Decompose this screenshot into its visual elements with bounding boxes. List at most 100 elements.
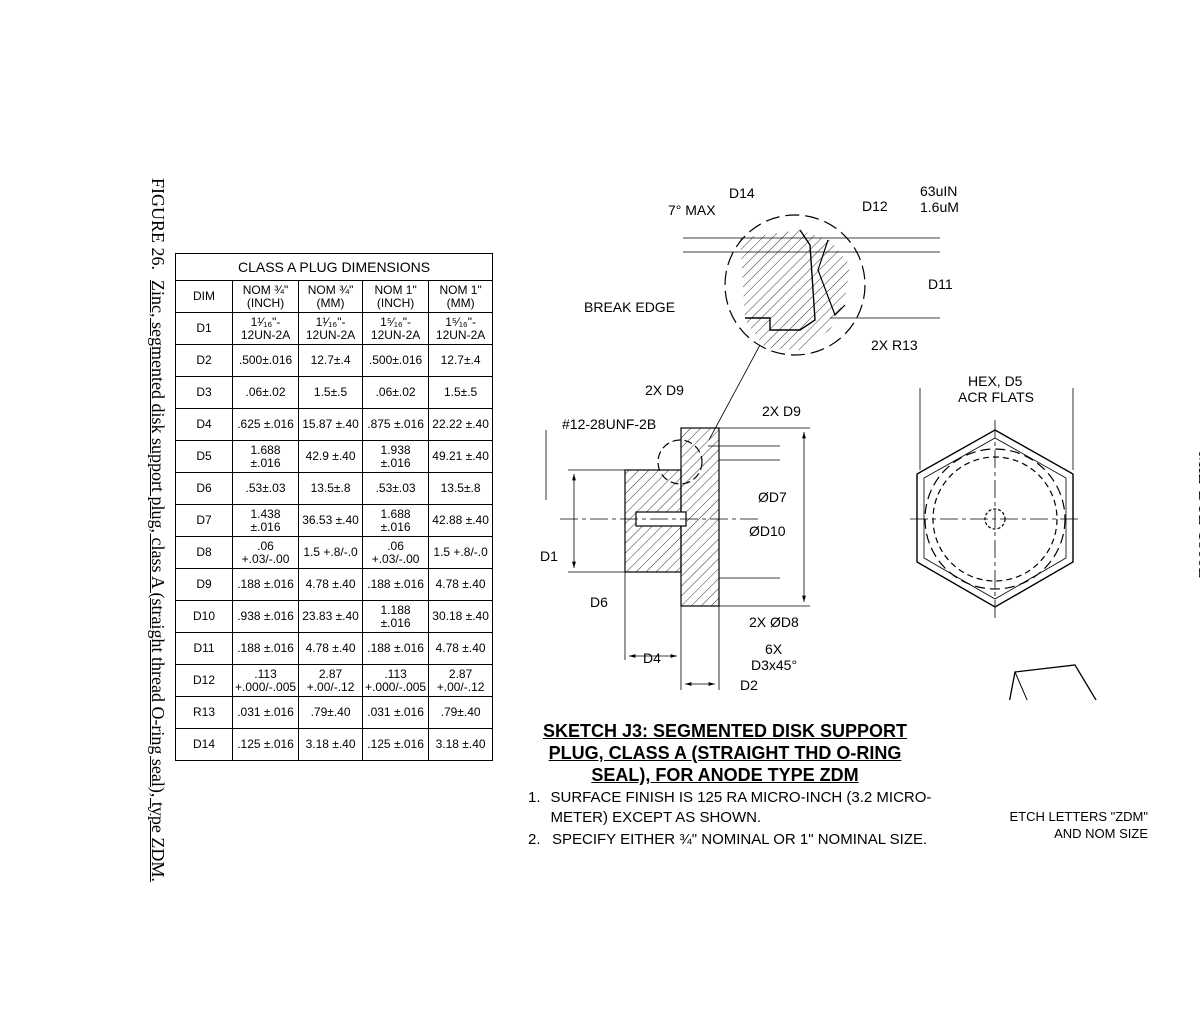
value-cell: .79±.40: [428, 696, 494, 729]
value-cell: 13.5±.8: [428, 472, 494, 505]
value-cell: .06±.02: [362, 376, 430, 409]
value-cell: 23.83 ±.40: [298, 600, 364, 633]
value-cell: 4.78 ±.40: [298, 568, 364, 601]
label-finish-inch: 63uIN: [920, 183, 958, 199]
value-cell: 1¹⁄₁₆"- 12UN-2A: [298, 312, 364, 345]
notes-list: 1. SURFACE FINISH IS 125 RA MICRO-INCH (…: [528, 788, 968, 852]
detail-view: [683, 214, 940, 356]
dim-cell: D5: [175, 440, 233, 473]
dim-cell: D10: [175, 600, 233, 633]
value-cell: 49.21 ±.40: [428, 440, 494, 473]
value-cell: 4.78 ±.40: [298, 632, 364, 665]
dim-cell: D4: [175, 408, 233, 441]
value-cell: 30.18 ±.40: [428, 600, 494, 633]
value-cell: 1.688 ±.016: [362, 504, 430, 537]
label-finish-metric: 1.6uM: [920, 199, 959, 215]
label-r13: 2X R13: [871, 337, 918, 353]
label-d2: D2: [740, 677, 758, 693]
etch-note: ETCH LETTERS "ZDM" AND NOM SIZE: [948, 808, 1148, 842]
value-cell: .500±.016: [231, 344, 300, 377]
header-nominal: NOM ¾" (MM): [298, 280, 364, 313]
label-chamfer: D3x45°: [751, 657, 798, 673]
dim-cell: D12: [175, 664, 233, 697]
dim-cell: D11: [175, 632, 233, 665]
header-nominal: NOM ¾" (INCH): [231, 280, 300, 313]
value-cell: .06 +.03/-.00: [231, 536, 300, 569]
value-cell: .188 ±.016: [362, 568, 430, 601]
label-d7: ØD7: [758, 489, 787, 505]
label-acr-flats: ACR FLATS: [958, 389, 1034, 405]
value-cell: 22.22 ±.40: [428, 408, 494, 441]
value-cell: 3.18 ±.40: [428, 728, 494, 761]
value-cell: .06 +.03/-.00: [362, 536, 430, 569]
figure-caption-text: Zinc, segmented disk support plug, class…: [148, 280, 169, 882]
value-cell: .113 +.000/-.005: [231, 664, 300, 697]
value-cell: .53±.03: [362, 472, 430, 505]
value-cell: 36.53 ±.40: [298, 504, 364, 537]
value-cell: 1⁵⁄₁₆"- 12UN-2A: [428, 312, 494, 345]
value-cell: 15.87 ±.40: [298, 408, 364, 441]
label-d4: D4: [643, 650, 661, 666]
label-d1: D1: [540, 548, 558, 564]
figure-number: FIGURE 26.: [148, 178, 169, 271]
value-cell: 1¹⁄₁₆"- 12UN-2A: [231, 312, 300, 345]
dim-cell: D14: [175, 728, 233, 761]
value-cell: 2.87 +.00/-.12: [428, 664, 494, 697]
label-d14: D14: [729, 185, 755, 201]
etch-note-line-1: ETCH LETTERS "ZDM": [1009, 809, 1148, 824]
value-cell: 1.438 ±.016: [231, 504, 300, 537]
label-d11: D11: [928, 276, 953, 292]
label-hex: HEX, D5: [968, 373, 1023, 389]
value-cell: 1.188 ±.016: [362, 600, 430, 633]
value-cell: .031 ±.016: [231, 696, 300, 729]
table-row: R13.031 ±.016.79±.40.031 ±.016.79±.40: [175, 696, 494, 729]
dim-cell: D9: [175, 568, 233, 601]
value-cell: 2.87 +.00/-.12: [298, 664, 364, 697]
value-cell: .06±.02: [231, 376, 300, 409]
label-d6: D6: [590, 594, 608, 610]
header-nominal: NOM 1" (INCH): [362, 280, 430, 313]
note-number: 2.: [528, 831, 541, 848]
value-cell: 42.9 ±.40: [298, 440, 364, 473]
value-cell: 4.78 ±.40: [428, 632, 494, 665]
value-cell: .125 ±.016: [231, 728, 300, 761]
value-cell: 1⁵⁄₁₆"- 12UN-2A: [362, 312, 430, 345]
value-cell: 42.88 ±.40: [428, 504, 494, 537]
value-cell: .125 ±.016: [362, 728, 430, 761]
label-draft-angle: 7° MAX: [668, 202, 716, 218]
dim-cell: D6: [175, 472, 233, 505]
value-cell: .188 ±.016: [231, 568, 300, 601]
dim-cell: D7: [175, 504, 233, 537]
sketch-title-line-3: SEAL), FOR ANODE TYPE ZDM: [591, 765, 859, 785]
value-cell: 12.7±.4: [428, 344, 494, 377]
label-d12: D12: [862, 198, 888, 214]
etch-note-line-2: AND NOM SIZE: [1054, 826, 1148, 841]
value-cell: 1.5 +.8/-.0: [298, 536, 364, 569]
value-cell: 13.5±.8: [298, 472, 364, 505]
isometric-view: [1009, 664, 1097, 700]
dim-cell: R13: [175, 696, 233, 729]
hex-end-view: [910, 388, 1080, 620]
sketch-title: SKETCH J3: SEGMENTED DISK SUPPORT PLUG, …: [530, 720, 920, 786]
technical-drawing: [545, 214, 1097, 700]
header-nominal: NOM 1" (MM): [428, 280, 494, 313]
value-cell: .938 ±.016: [231, 600, 300, 633]
note-text: SPECIFY EITHER ¾" NOMINAL OR 1" NOMINAL …: [552, 831, 928, 848]
value-cell: 1.5 +.8/-.0: [428, 536, 494, 569]
label-d10: ØD10: [749, 523, 786, 539]
value-cell: .53±.03: [231, 472, 300, 505]
